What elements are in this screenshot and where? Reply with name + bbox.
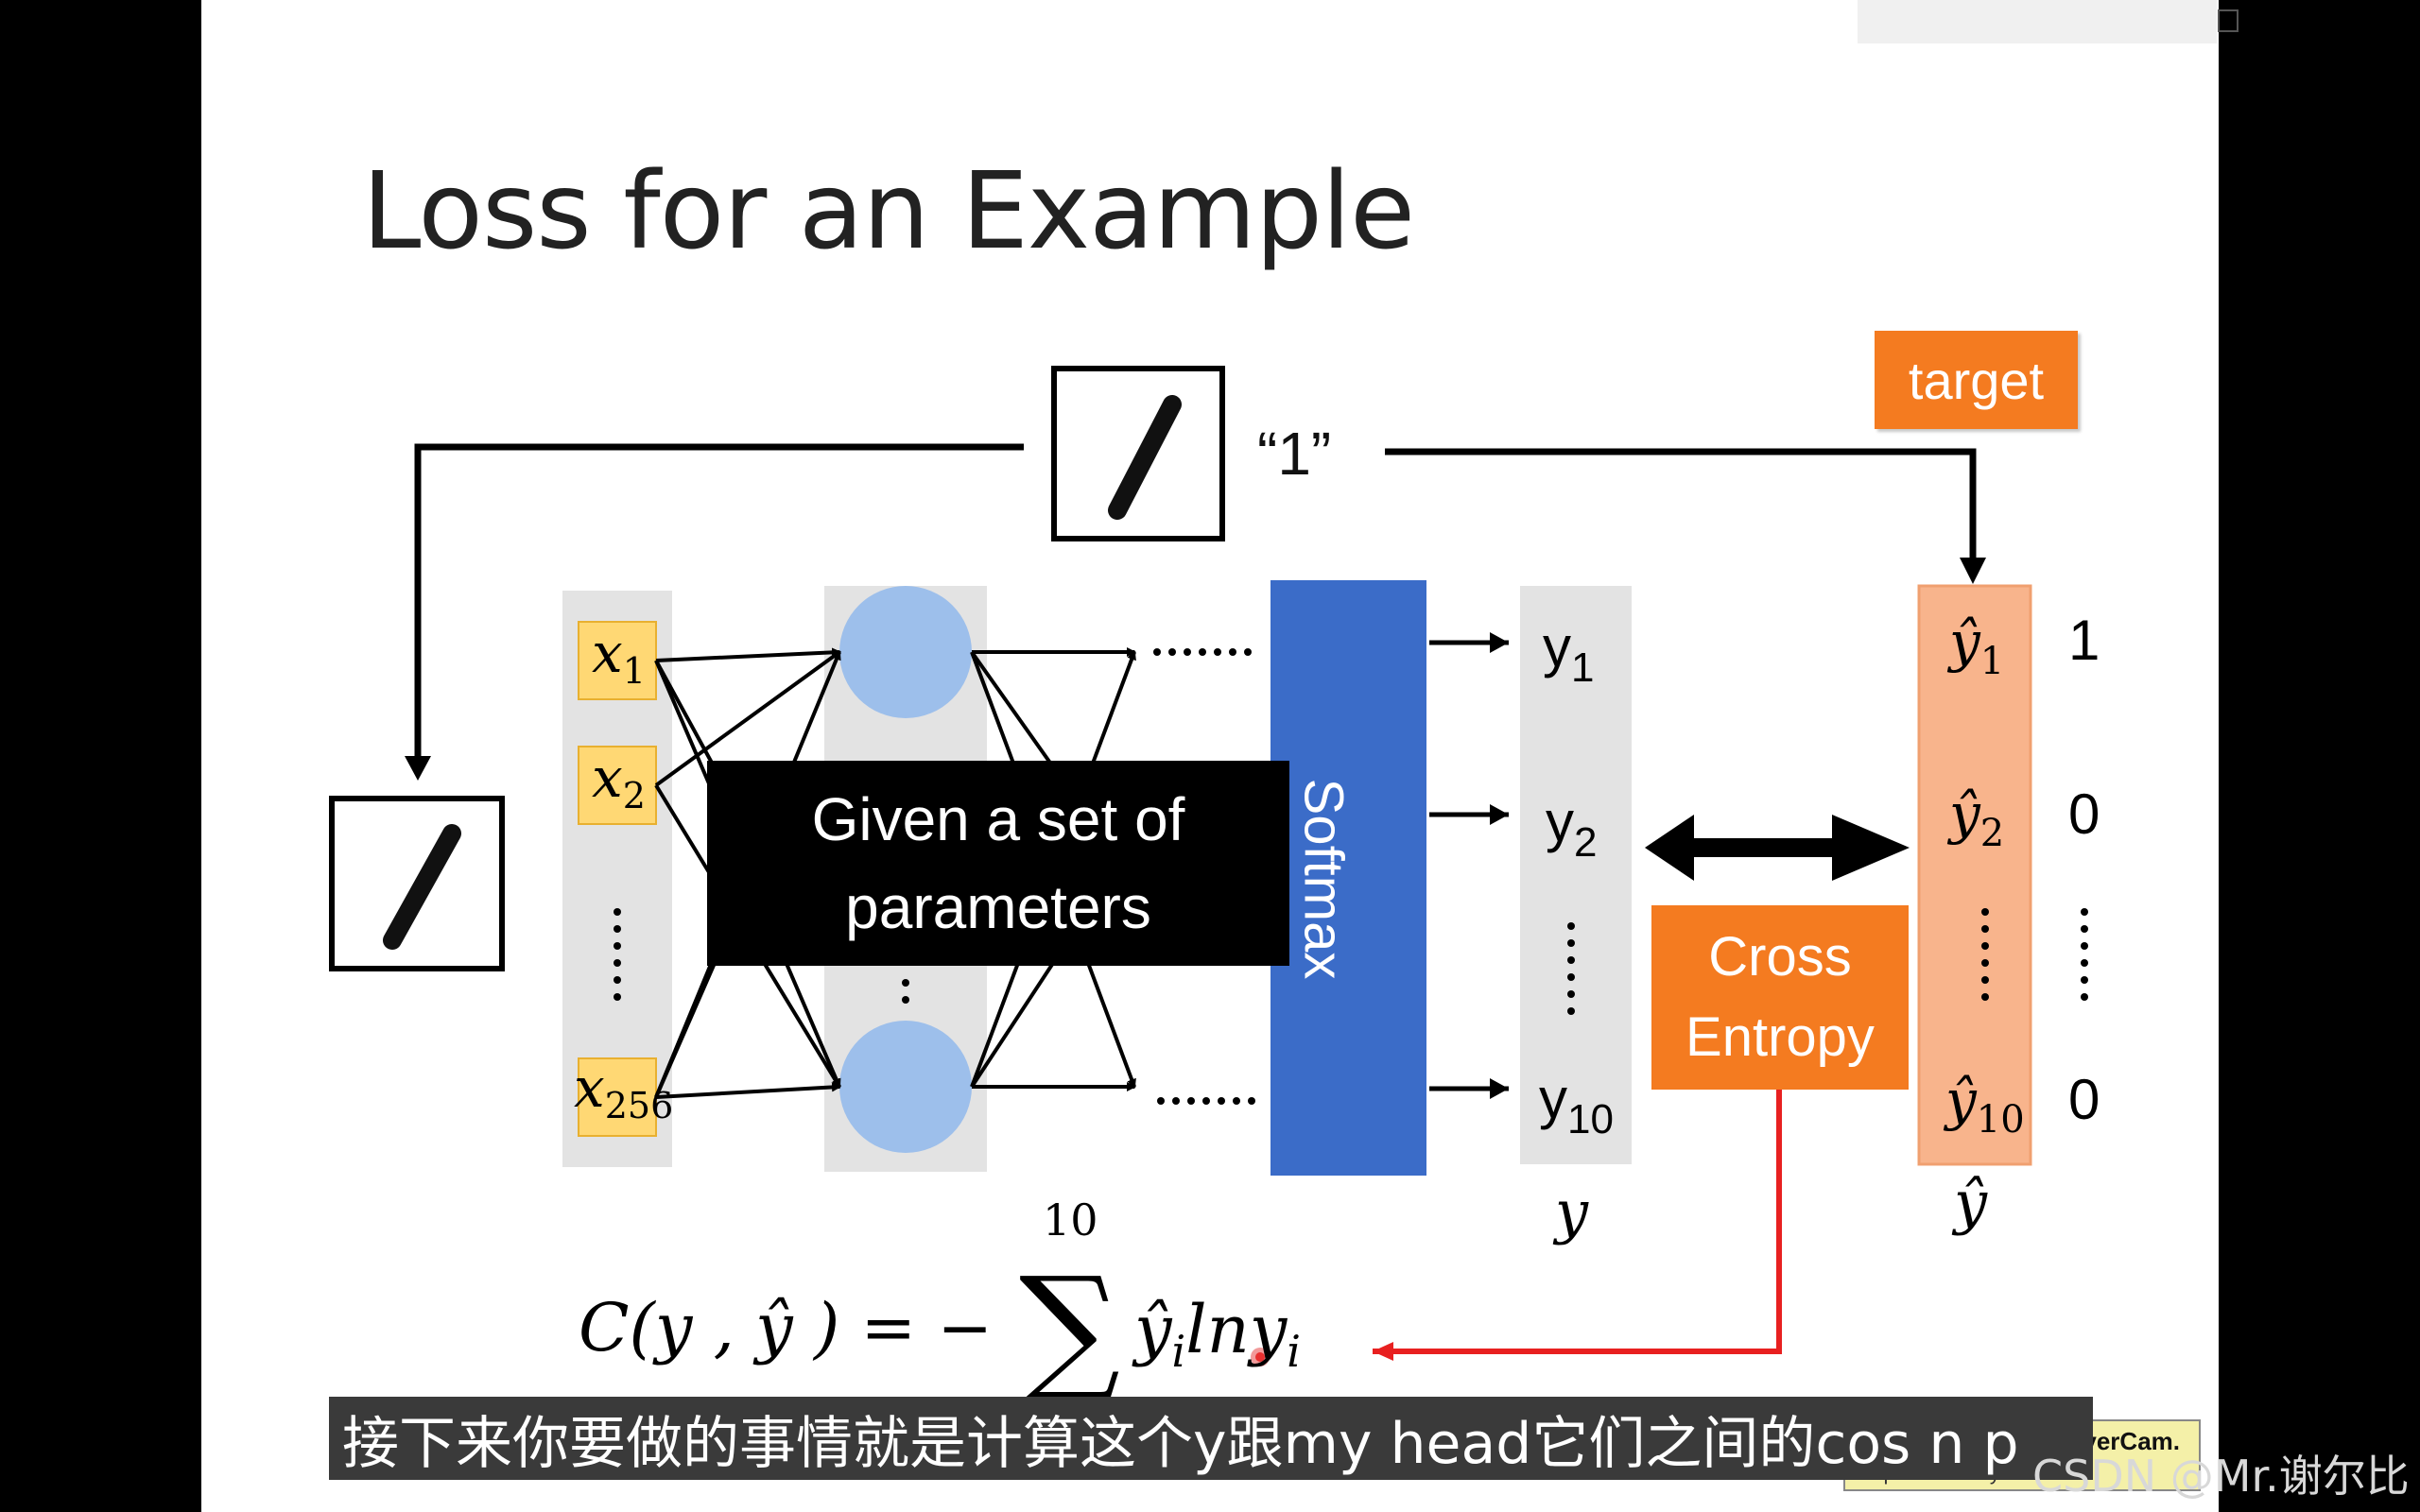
layer-ellipsis-bottom [1157,1097,1255,1105]
quote-one-label: “1” [1257,423,1331,484]
cross-line-2: Entropy [1651,998,1909,1077]
target-value-1: 1 [2068,612,2100,669]
formula-sum-upper: 10 [1043,1198,1098,1242]
video-subtitle: 接下来你要做的事情就是计算这个y跟my head它们之间的cos n p [329,1397,2093,1480]
formula-body: ŷilnyi [1134,1297,1301,1373]
output-label-y1: y1 [1543,619,1594,689]
input-label-x1: x1 [592,626,646,689]
output-vector-label: y [1555,1183,1588,1242]
target-tag: target [1875,331,2078,429]
neuron-bottom [839,1021,972,1153]
target-label-y10: ŷ10 [1945,1073,2025,1139]
target-value-ellipsis [2081,908,2088,1001]
given-parameters-box: Given a set of parameters [707,761,1289,966]
formula-lhs: C(y , ŷ ) = − [579,1295,993,1361]
target-label-y2: ŷ2 [1949,786,2004,852]
given-line-2: parameters [707,864,1289,952]
arrow-head-down-target [1960,558,1986,584]
input-label-x256: x256 [574,1060,673,1124]
layer-ellipsis-top [1153,648,1252,656]
compare-double-arrow [1645,815,1910,881]
softmax-label: Softmax [1292,779,1356,980]
digit-image-left [332,799,502,969]
formula-sum-symbol: ∑ [1019,1259,1120,1400]
target-value-10: 0 [2068,1072,2100,1128]
input-label-x2: x2 [592,750,646,814]
csdn-watermark: CSDN @Mr.谢尔比 [2032,1442,2410,1504]
softmax-output-arrows [1429,643,1509,1089]
neuron-top [839,586,972,718]
target-label-y1: ŷ1 [1949,614,2004,680]
cross-entropy-box: Cross Entropy [1651,905,1909,1090]
target-value-2: 0 [2068,786,2100,843]
output-label-y10: y10 [1539,1071,1614,1141]
digit-image-top [1054,369,1222,539]
output-label-y2: y2 [1546,794,1597,864]
cross-line-1: Cross [1651,918,1909,997]
arrow-head-down-left [405,756,431,781]
given-line-1: Given a set of [707,776,1289,864]
target-vector-label: ŷ [1954,1174,1987,1232]
